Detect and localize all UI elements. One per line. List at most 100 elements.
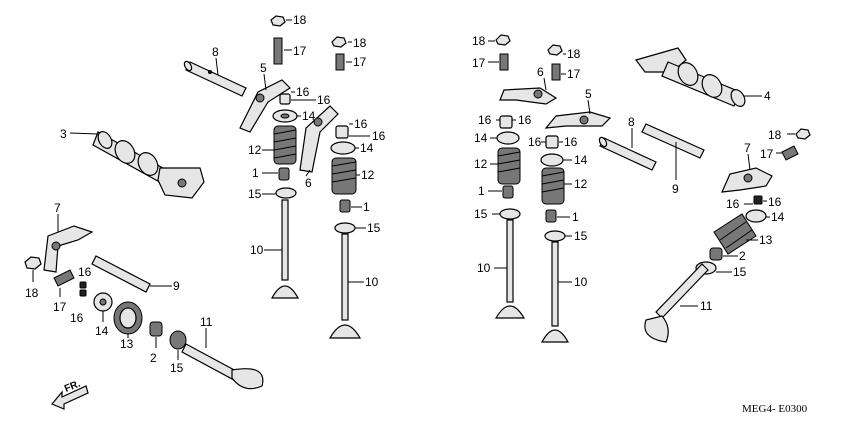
adjuster-17-d (499, 53, 509, 71)
spring-13-left (113, 301, 143, 335)
callout-15: 15 (248, 187, 262, 201)
callout-1: 1 (478, 184, 485, 198)
rocker-arm-5-right (544, 111, 612, 129)
callout-2: 2 (150, 351, 157, 365)
adjuster-17-c (53, 269, 75, 287)
rocker-arm-5-left (239, 79, 291, 133)
callout-12: 12 (248, 143, 262, 157)
callout-labels: 18 17 18 17 8 5 16 16 14 16 16 3 12 14 1… (25, 13, 785, 375)
front-arrow-icon (51, 385, 89, 410)
washer-16-c (79, 281, 87, 297)
callout-5: 5 (585, 87, 592, 101)
callout-16: 16 (78, 265, 92, 279)
valve-10-b (328, 233, 362, 339)
washer-16-d (499, 115, 513, 129)
callout-16: 16 (372, 129, 386, 143)
callout-12: 12 (574, 177, 588, 191)
nut-18-c (24, 256, 42, 270)
seat-15-e (544, 230, 566, 242)
valve-10-d (540, 241, 570, 343)
callout-14: 14 (95, 324, 109, 338)
callout-16: 16 (518, 113, 532, 127)
nut-18-e (547, 44, 563, 56)
callout-1: 1 (363, 200, 370, 214)
nut-18-f (795, 128, 811, 140)
callout-14: 14 (474, 131, 488, 145)
callout-11: 11 (200, 315, 213, 329)
callout-10: 10 (365, 275, 379, 289)
seal-1-c (502, 185, 514, 199)
callout-5: 5 (260, 61, 267, 75)
cotter-2-left (149, 321, 163, 337)
callout-6: 6 (537, 65, 544, 79)
callout-16: 16 (478, 113, 492, 127)
adjuster-17-f (781, 145, 799, 161)
callout-14: 14 (574, 153, 588, 167)
callout-18: 18 (353, 36, 367, 50)
callout-2: 2 (739, 249, 746, 263)
callout-1: 1 (252, 166, 259, 180)
seat-15-a (275, 187, 297, 199)
retainer-14-b (330, 141, 356, 155)
callout-13: 13 (120, 337, 134, 351)
retainer-14-f (745, 209, 767, 223)
callout-1: 1 (572, 210, 579, 224)
callout-17: 17 (53, 300, 67, 314)
washer-16-a (279, 93, 291, 105)
rocker-shaft-9-left (91, 255, 151, 293)
callout-12: 12 (474, 157, 488, 171)
nut-18-d (495, 34, 511, 46)
spring-12-a (273, 125, 297, 165)
callout-10: 10 (574, 275, 588, 289)
callout-8: 8 (212, 45, 219, 59)
leader-8-left (215, 57, 219, 76)
adjuster-17-a (273, 37, 283, 65)
callout-18: 18 (472, 34, 486, 48)
callout-16: 16 (564, 135, 578, 149)
valve-11-left (181, 343, 264, 390)
valve-10-a (270, 199, 300, 299)
valve-11-right (644, 263, 709, 343)
callout-17: 17 (293, 44, 307, 58)
callout-4: 4 (764, 89, 771, 103)
nut-18-a (270, 15, 286, 27)
diagram-code: MEG4- E0300 (742, 403, 808, 415)
callout-6: 6 (305, 176, 312, 190)
callout-14: 14 (360, 141, 374, 155)
callout-16: 16 (768, 195, 782, 209)
spring-12-c (497, 147, 521, 185)
callout-10: 10 (477, 261, 491, 275)
spring-12-d (541, 167, 565, 205)
retainer-14-e (540, 153, 564, 167)
callout-16: 16 (726, 197, 740, 211)
rocker-arm-6-a (299, 105, 339, 173)
callout-12: 12 (361, 168, 375, 182)
seat-15-d (499, 208, 521, 220)
retainer-14-a (272, 109, 298, 123)
seat-15-b (334, 222, 356, 234)
leader-3-left (69, 132, 99, 135)
callout-16: 16 (70, 311, 84, 325)
rocker-shaft-9-right (641, 123, 705, 159)
callout-10: 10 (250, 243, 264, 257)
spring-13-right (713, 213, 757, 255)
callout-9: 9 (672, 182, 679, 196)
callout-15: 15 (474, 207, 488, 221)
camshaft-left (92, 131, 205, 199)
rocker-shaft-left (183, 60, 247, 97)
seal-1-b (339, 199, 351, 213)
cotter-2-right (709, 247, 723, 261)
washer-16-e (545, 135, 559, 149)
spring-12-b (331, 157, 357, 195)
callout-18: 18 (567, 47, 581, 61)
callout-7: 7 (54, 201, 61, 215)
callout-17: 17 (567, 67, 581, 81)
callout-18: 18 (293, 13, 307, 27)
callout-3: 3 (60, 127, 67, 141)
callout-7: 7 (744, 141, 751, 155)
callout-15: 15 (574, 229, 588, 243)
rocker-arm-7-right (721, 167, 773, 193)
rocker-arm-6-right (499, 87, 558, 105)
